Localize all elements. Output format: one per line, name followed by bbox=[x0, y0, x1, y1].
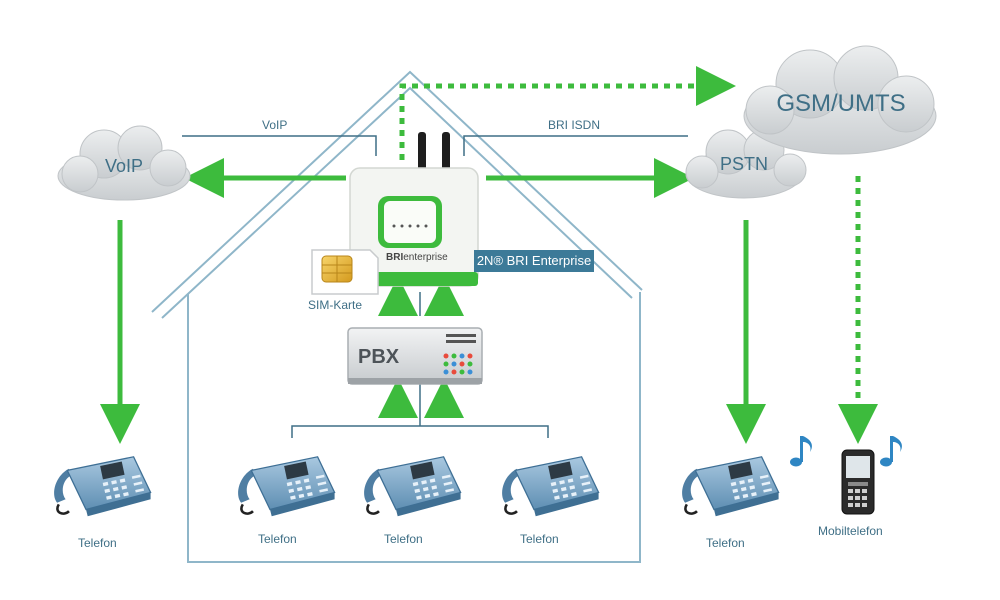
device-brand: BRIenterprise bbox=[386, 252, 448, 263]
music-note-icon bbox=[880, 436, 902, 467]
desk-phone-icon bbox=[236, 455, 337, 518]
voip-line bbox=[182, 135, 377, 156]
voip-line-label: VoIP bbox=[262, 118, 288, 132]
antenna-icon bbox=[442, 132, 450, 172]
desk-phone-icon bbox=[500, 455, 601, 518]
cloud-icon bbox=[57, 45, 937, 201]
pstn-cloud-label: PSTN bbox=[719, 154, 768, 174]
voip-cloud bbox=[57, 125, 191, 201]
device-brand-bri: BRI bbox=[386, 252, 404, 263]
mobile-phone-label: Mobiltelefon bbox=[818, 524, 883, 538]
house-outline bbox=[151, 70, 643, 563]
bri-enterprise-device bbox=[349, 132, 479, 287]
desk-phone-icon bbox=[680, 455, 781, 518]
phone-label-right: Telefon bbox=[706, 536, 745, 550]
sim-card-label: SIM-Karte bbox=[308, 298, 363, 312]
solid-arrows bbox=[100, 158, 766, 444]
gsm-cloud bbox=[743, 45, 937, 155]
device-brand-enterprise: enterprise bbox=[403, 252, 448, 263]
pbx-label: PBX bbox=[358, 346, 400, 368]
music-note-icon bbox=[790, 436, 812, 467]
voip-cloud-label: VoIP bbox=[104, 156, 144, 176]
phone-label-left: Telefon bbox=[78, 536, 117, 550]
desk-phone-icon bbox=[52, 455, 153, 518]
phone-label-inner-1: Telefon bbox=[258, 532, 297, 546]
phone-label-inner-3: Telefon bbox=[520, 532, 559, 546]
pbx-box bbox=[347, 327, 483, 385]
mobile-phone-icon bbox=[841, 449, 875, 515]
isdn-line bbox=[463, 135, 688, 156]
desk-phone-icon bbox=[362, 455, 463, 518]
pbx-phone-bus bbox=[291, 425, 549, 438]
isdn-line-label: BRI ISDN bbox=[548, 118, 601, 132]
sim-card-icon bbox=[311, 249, 379, 295]
connection-lines bbox=[182, 135, 688, 438]
arrow-device-to-gsm bbox=[399, 66, 736, 160]
dotted-arrows bbox=[378, 66, 878, 444]
gsm-cloud-label: GSM/UMTS bbox=[776, 90, 906, 117]
antenna-icon bbox=[418, 132, 426, 172]
phone-label-inner-2: Telefon bbox=[384, 532, 423, 546]
product-name-badge: 2N® BRI Enterprise bbox=[474, 250, 594, 272]
